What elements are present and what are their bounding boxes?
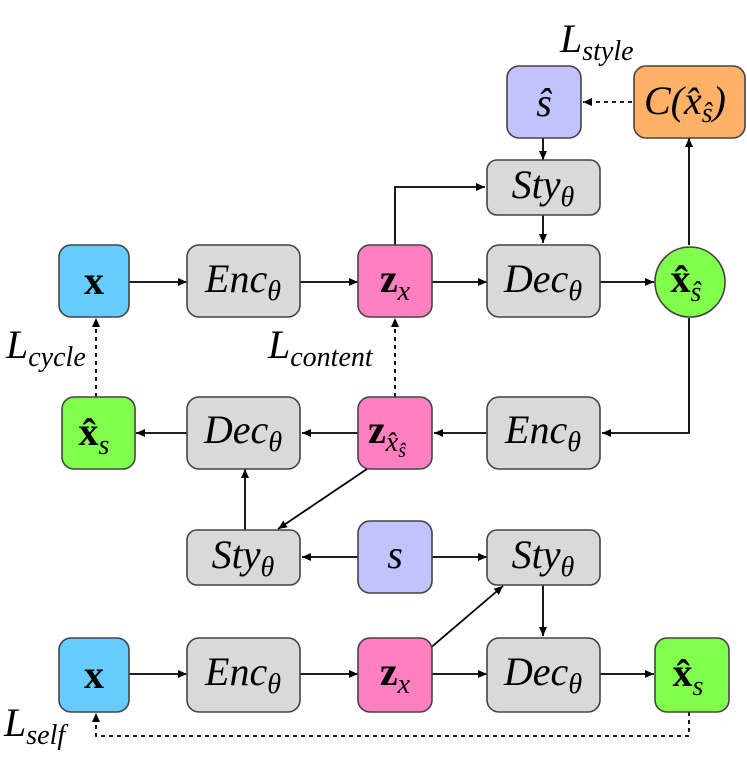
node-x-hat-s-bottom-sub: s — [693, 671, 704, 702]
edge-z-sty-top — [394, 183, 485, 245]
loss-content-sub: content — [290, 342, 374, 373]
node-enc-bottom-label: Enc — [204, 649, 267, 694]
svg-text:Encθ: Encθ — [504, 407, 581, 458]
node-enc-top: Encθ — [186, 244, 301, 318]
svg-text:Decθ: Decθ — [503, 649, 582, 700]
svg-text:zx: zx — [380, 649, 411, 700]
svg-text:Decθ: Decθ — [503, 256, 582, 307]
node-x-hat-s-top: x̂s — [61, 396, 136, 470]
loss-cycle-L: L — [5, 322, 28, 367]
node-x-bottom: x — [58, 637, 130, 713]
loss-self-label: Lself — [3, 700, 68, 751]
svg-text:x̂s: x̂s — [673, 650, 704, 702]
node-x-bottom-label: x — [84, 652, 104, 697]
node-enc-top-theta: θ — [267, 276, 281, 307]
node-s: s — [357, 520, 433, 594]
node-x-hat-shat-sub: ŝ — [691, 277, 703, 308]
node-x-hat-s-top-label: x̂ — [79, 409, 99, 454]
edge-zhat-sty3 — [277, 468, 368, 530]
loss-content-label: Lcontent — [267, 322, 374, 373]
loss-style-sub: style — [582, 36, 633, 67]
node-enc-mid-label: Enc — [504, 407, 567, 452]
svg-text:C(x̂ŝ): C(x̂ŝ) — [644, 78, 726, 129]
svg-text:zx: zx — [380, 256, 411, 307]
loss-style-L: L — [559, 16, 582, 61]
svg-text:x̂ŝ: x̂ŝ — [671, 256, 703, 308]
loss-self-L: L — [3, 700, 26, 745]
node-s-label: s — [387, 532, 403, 577]
node-classifier-x: x̂ — [683, 78, 702, 123]
node-dec-mid-theta: θ — [268, 427, 282, 458]
svg-text:Encθ: Encθ — [204, 256, 281, 307]
node-classifier: C(x̂ŝ) — [633, 65, 746, 139]
loss-self-sub: self — [26, 720, 68, 751]
node-x-hat-s-bottom-label: x̂ — [673, 650, 693, 695]
node-enc-top-label: Enc — [204, 256, 267, 301]
node-dec-bottom-label: Dec — [503, 649, 569, 694]
node-dec-mid-label: Dec — [203, 407, 269, 452]
node-z-hat-subsub: ŝ — [398, 440, 406, 462]
node-enc-mid: Encθ — [486, 396, 601, 470]
node-dec-top-theta: θ — [568, 276, 582, 307]
node-s-hat: ŝ — [506, 65, 582, 139]
svg-text:Styθ: Styθ — [212, 532, 275, 583]
node-enc-bottom-theta: θ — [267, 669, 281, 700]
node-x-top: x — [58, 244, 130, 318]
svg-text:Encθ: Encθ — [204, 649, 281, 700]
loss-style-label: Lstyle — [559, 16, 634, 67]
loss-cycle-sub: cycle — [28, 342, 86, 373]
loss-content-L: L — [267, 322, 290, 367]
node-z-bottom: zx — [357, 637, 433, 713]
node-z-top: zx — [357, 244, 433, 318]
node-sty-right-theta: θ — [561, 552, 575, 583]
node-z-hat-sub: x̂ — [385, 427, 399, 458]
node-classifier-sub: ŝ — [702, 98, 714, 129]
edge-z4-sty3 — [427, 585, 504, 651]
node-enc-bottom: Encθ — [186, 637, 301, 713]
node-x-hat-shat: x̂ŝ — [654, 246, 726, 318]
loss-edges — [92, 98, 690, 737]
node-sty-top-label: Sty — [512, 162, 561, 207]
edge-self-loss — [92, 712, 690, 737]
node-z-bottom-label: z — [380, 649, 398, 694]
svg-text:Styθ: Styθ — [512, 162, 575, 213]
node-sty-right-label: Sty — [512, 532, 561, 577]
node-z-top-sub: x — [397, 276, 411, 307]
node-sty-right: Styθ — [486, 529, 601, 586]
svg-text:Styθ: Styθ — [512, 532, 575, 583]
node-classifier-c: C( — [644, 78, 687, 123]
node-sty-top: Styθ — [486, 159, 601, 216]
node-x-hat-shat-label: x̂ — [671, 256, 691, 301]
node-sty-left-label: Sty — [212, 532, 261, 577]
node-enc-mid-theta: θ — [567, 427, 581, 458]
node-sty-top-theta: θ — [561, 182, 575, 213]
node-sty-left: Styθ — [186, 529, 301, 586]
loss-cycle-label: Lcycle — [5, 322, 86, 373]
svg-text:Decθ: Decθ — [203, 407, 282, 458]
node-z-bottom-sub: x — [397, 669, 411, 700]
node-dec-top: Decθ — [486, 244, 601, 318]
node-dec-mid: Decθ — [186, 396, 301, 470]
node-classifier-close: ) — [711, 78, 726, 123]
svg-text:zx̂ŝ: zx̂ŝ — [368, 407, 406, 462]
node-sty-left-theta: θ — [261, 552, 275, 583]
node-z-hat: zx̂ŝ — [357, 396, 433, 470]
svg-text:x̂s: x̂s — [79, 409, 110, 461]
node-z-hat-label: z — [368, 407, 386, 452]
node-z-top-label: z — [380, 256, 398, 301]
node-dec-bottom: Decθ — [486, 637, 601, 713]
node-x-top-label: x — [84, 258, 104, 303]
node-dec-top-label: Dec — [503, 256, 569, 301]
node-s-hat-label: ŝ — [536, 80, 552, 125]
node-x-hat-s-top-sub: s — [99, 430, 110, 461]
node-dec-bottom-theta: θ — [568, 669, 582, 700]
edge-xhat-enc2 — [602, 318, 690, 437]
node-x-hat-s-bottom: x̂s — [654, 637, 730, 713]
